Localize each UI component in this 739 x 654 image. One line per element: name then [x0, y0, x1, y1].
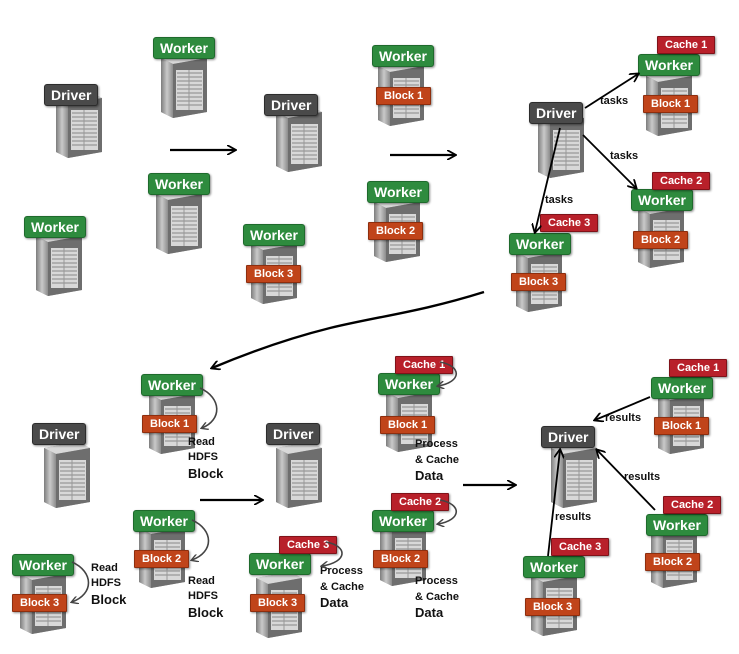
- p5-w2-data-text: Data: [415, 605, 444, 620]
- p6-worker-3-worker-label: Worker: [523, 556, 585, 578]
- results-label-1: results: [605, 412, 642, 424]
- p1-driver-driver-label: Driver: [44, 84, 99, 106]
- p5-w2-process-text: Process: [415, 575, 458, 587]
- server-tower-icon: [161, 52, 207, 118]
- p4-driver-server: [38, 440, 94, 508]
- p5-worker-1-worker-label: Worker: [378, 373, 440, 395]
- results-label-2: results: [624, 471, 661, 483]
- p1-worker-b-worker-label: Worker: [148, 173, 210, 195]
- p4-w2-read-text: Read: [188, 575, 215, 587]
- p6-driver-driver-label: Driver: [541, 426, 596, 448]
- p5-w1-data-text: Data: [415, 468, 444, 483]
- p4-w1-read-text: Read: [188, 436, 215, 448]
- p2-worker-1-worker-label: Worker: [372, 45, 434, 67]
- p4-w3-read-text: Read: [91, 562, 118, 574]
- p3-driver-driver-label: Driver: [529, 102, 584, 124]
- p4-w3-hdfs-text: HDFS: [91, 577, 121, 589]
- tasks-label-3: tasks: [545, 194, 574, 206]
- p2-worker-2-worker-label: Worker: [367, 181, 429, 203]
- tasks-label-1: tasks: [600, 95, 629, 107]
- p3-worker-2-worker-label: Worker: [631, 189, 693, 211]
- p6-worker-1-block-1-badge: Block 1: [654, 417, 710, 435]
- p3-worker-3-worker-label: Worker: [509, 233, 571, 255]
- p4-worker-2-block-2-badge: Block 2: [134, 550, 190, 568]
- tasks-label-2: tasks: [610, 150, 639, 162]
- p4-worker-2-worker-label: Worker: [133, 510, 195, 532]
- p2-driver-server: [270, 104, 326, 172]
- server-tower-icon: [551, 442, 597, 508]
- p5-worker-2-cache-2-badge: Cache 2: [391, 493, 450, 511]
- p5-w1-cache-text: & Cache: [415, 454, 460, 466]
- p3-worker-3-cache-3-badge: Cache 3: [540, 214, 599, 232]
- p5-worker-2-worker-label: Worker: [372, 510, 434, 532]
- p2-worker-3-block-3-badge: Block 3: [246, 265, 302, 283]
- p4-worker-3-block-3-badge: Block 3: [12, 594, 68, 612]
- p5-w2-cache-text: & Cache: [415, 591, 460, 603]
- p5-driver-driver-label: Driver: [266, 423, 321, 445]
- p6-worker-3-block-3-badge: Block 3: [525, 598, 581, 616]
- p5-w1-process-text: Process: [415, 438, 458, 450]
- p4-w2-hdfs-text: HDFS: [188, 590, 218, 602]
- p5-w3-cache-text: & Cache: [320, 581, 365, 593]
- server-tower-icon: [156, 188, 202, 254]
- p6-driver-server: [545, 440, 601, 508]
- p5-worker-3-cache-3-badge: Cache 3: [279, 536, 338, 554]
- p2-worker-1-block-1-badge: Block 1: [376, 87, 432, 105]
- p4-w1-hdfs-text: HDFS: [188, 451, 218, 463]
- p3-worker-1-worker-label: Worker: [638, 54, 700, 76]
- p1-driver-server: [50, 90, 106, 158]
- p1-worker-c-server: [30, 228, 86, 296]
- p5-worker-1-cache-1-badge: Cache 1: [395, 356, 454, 374]
- p4-w3-block-text: Block: [91, 592, 127, 607]
- server-tower-icon: [44, 442, 90, 508]
- p4-driver-driver-label: Driver: [32, 423, 87, 445]
- p4-w2-block-text: Block: [188, 605, 224, 620]
- p6-worker-2-worker-label: Worker: [646, 514, 708, 536]
- p5-w3-data-text: Data: [320, 595, 349, 610]
- p4-w1-block-text: Block: [188, 466, 224, 481]
- p6-worker-3-cache-3-badge: Cache 3: [551, 538, 610, 556]
- server-tower-icon: [56, 92, 102, 158]
- p1-worker-b-server: [150, 186, 206, 254]
- p1-worker-c-worker-label: Worker: [24, 216, 86, 238]
- p3-worker-1-block-1-badge: Block 1: [643, 95, 699, 113]
- p5-worker-3-block-3-badge: Block 3: [250, 594, 306, 612]
- p2-worker-2-block-2-badge: Block 2: [368, 222, 424, 240]
- p5-worker-1-block-1-badge: Block 1: [380, 416, 436, 434]
- p3-worker-2-block-2-badge: Block 2: [633, 231, 689, 249]
- p5-worker-2-block-2-badge: Block 2: [373, 550, 429, 568]
- p6-worker-1-worker-label: Worker: [651, 377, 713, 399]
- server-tower-icon: [276, 442, 322, 508]
- p2-worker-3-worker-label: Worker: [243, 224, 305, 246]
- p5-driver-server: [270, 440, 326, 508]
- p6-worker-1-cache-1-badge: Cache 1: [669, 359, 728, 377]
- p4-worker-1-worker-label: Worker: [141, 374, 203, 396]
- p5-worker-3-worker-label: Worker: [249, 553, 311, 575]
- p3-worker-2-cache-2-badge: Cache 2: [652, 172, 711, 190]
- p5-w3-process-text: Process: [320, 565, 363, 577]
- p2-driver-driver-label: Driver: [264, 94, 319, 116]
- p1-worker-a-server: [155, 50, 211, 118]
- server-tower-icon: [276, 106, 322, 172]
- results-label-3: results: [555, 511, 592, 523]
- p6-worker-2-block-2-badge: Block 2: [645, 553, 701, 571]
- p3-worker-3-block-3-badge: Block 3: [511, 273, 567, 291]
- p4-worker-1-block-1-badge: Block 1: [142, 415, 198, 433]
- p4-worker-3-worker-label: Worker: [12, 554, 74, 576]
- p6-worker-2-cache-2-badge: Cache 2: [663, 496, 722, 514]
- server-tower-icon: [36, 230, 82, 296]
- p1-worker-a-worker-label: Worker: [153, 37, 215, 59]
- p3-worker-1-cache-1-badge: Cache 1: [657, 36, 716, 54]
